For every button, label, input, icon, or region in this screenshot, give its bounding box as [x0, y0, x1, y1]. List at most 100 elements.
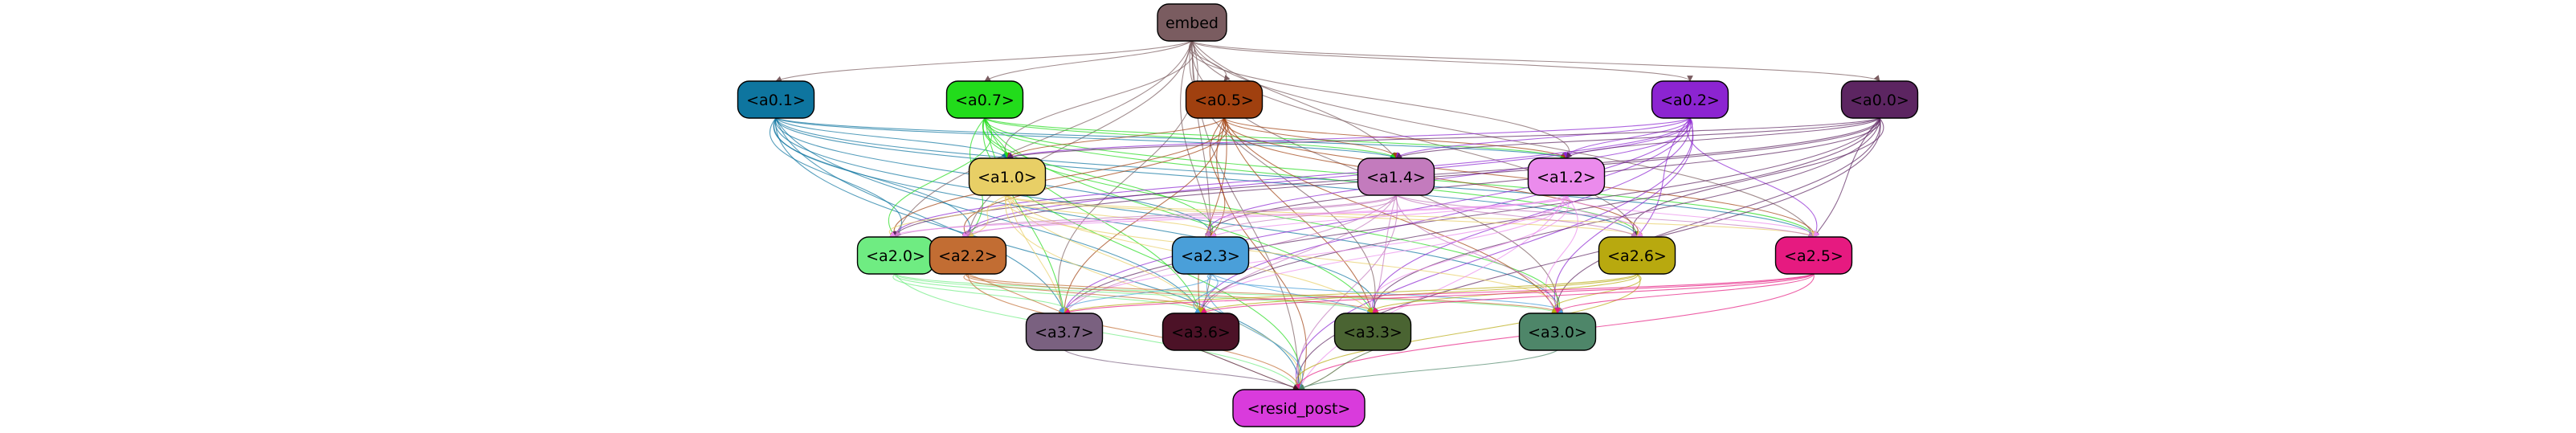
node-a2.2[interactable]: <a2.2>: [929, 236, 1007, 275]
node-a3.0[interactable]: <a3.0>: [1518, 312, 1597, 351]
edge-a0.5-to-resid_post: [1216, 117, 1307, 390]
node-a1.4[interactable]: <a1.4>: [1357, 157, 1435, 196]
edge-a1.2-to-a2.2: [961, 194, 1570, 238]
edge-a0.1-to-a1.4: [775, 117, 1397, 159]
node-resid_post[interactable]: <resid_post>: [1232, 389, 1366, 427]
edge-a1.4-to-resid_post: [1295, 194, 1398, 390]
edge-a0.5-to-a2.5: [1223, 117, 1819, 238]
edge-a1.0-to-a3.7: [1006, 194, 1066, 314]
edge-a1.0-to-a2.0: [888, 194, 1014, 238]
edge-a0.2-to-a1.4: [1395, 117, 1691, 159]
edge-a0.5-to-a3.7: [1061, 117, 1225, 314]
node-label-a2.6: <a2.6>: [1607, 247, 1667, 265]
edge-a2.3-to-a3.0: [1206, 273, 1564, 314]
edge-a2.0-to-a3.0: [895, 273, 1558, 314]
edge-a2.2-to-a3.0: [967, 273, 1564, 314]
node-a3.7[interactable]: <a3.7>: [1025, 312, 1104, 351]
node-label-a2.2: <a2.2>: [938, 247, 998, 265]
edge-embed-to-a0.0: [1191, 40, 1880, 82]
edge-a0.0-to-a3.0: [1553, 117, 1880, 314]
edge-a0.7-to-a2.0: [888, 117, 993, 238]
edge-a2.2-to-a3.6: [963, 273, 1207, 314]
edge-a0.2-to-resid_post: [1294, 117, 1693, 390]
node-label-a2.0: <a2.0>: [866, 247, 925, 265]
node-a2.5[interactable]: <a2.5>: [1774, 236, 1853, 275]
node-label-a3.6: <a3.6>: [1171, 324, 1231, 341]
node-box-a1.2: [1527, 157, 1606, 196]
edge-a0.2-to-a2.2: [962, 117, 1692, 238]
node-embed[interactable]: embed: [1157, 3, 1227, 42]
node-box-embed: [1157, 3, 1227, 42]
node-box-a0.0: [1840, 80, 1919, 119]
node-box-a3.7: [1025, 312, 1104, 351]
edge-embed-to-a2.0: [894, 40, 1193, 238]
node-a0.2[interactable]: <a0.2>: [1651, 80, 1729, 119]
edge-a1.2-to-a3.3: [1367, 194, 1570, 314]
node-label-a2.5: <a2.5>: [1784, 247, 1843, 265]
edge-a0.5-to-a1.2: [1223, 117, 1567, 159]
node-a0.0[interactable]: <a0.0>: [1840, 80, 1919, 119]
node-a0.1[interactable]: <a0.1>: [737, 80, 815, 119]
edge-a0.0-to-a3.3: [1370, 117, 1880, 314]
edge-a0.0-to-a1.0: [1006, 117, 1880, 159]
edge-a0.5-to-a2.0: [890, 117, 1227, 238]
node-label-a0.5: <a0.5>: [1194, 92, 1254, 109]
edge-a3.3-to-resid_post: [1298, 349, 1374, 390]
edge-embed-to-a0.1: [775, 40, 1193, 82]
edge-embed-to-a0.2: [1191, 40, 1693, 82]
edge-a0.0-to-resid_post: [1294, 117, 1881, 390]
node-a2.6[interactable]: <a2.6>: [1598, 236, 1676, 275]
node-label-a3.3: <a3.3>: [1343, 324, 1402, 341]
edge-a0.2-to-a3.6: [1198, 117, 1691, 314]
edge-a1.4-to-a2.6: [1395, 194, 1638, 238]
edge-a2.0-to-a3.6: [895, 273, 1207, 314]
edge-embed-to-a2.5: [1191, 40, 1815, 238]
edge-a0.0-to-a1.4: [1395, 117, 1880, 159]
edge-a2.2-to-a3.7: [967, 273, 1065, 314]
node-box-a2.6: [1598, 236, 1676, 275]
node-a1.2[interactable]: <a1.2>: [1527, 157, 1606, 196]
node-box-a3.6: [1161, 312, 1240, 351]
node-label-embed: embed: [1166, 14, 1219, 32]
node-label-a0.7: <a0.7>: [955, 92, 1014, 109]
node-a1.0[interactable]: <a1.0>: [968, 157, 1047, 196]
edge-a1.2-to-a2.3: [1210, 194, 1567, 238]
edge-a2.6-to-a3.6: [1198, 273, 1638, 314]
node-box-a1.0: [968, 157, 1047, 196]
node-a0.7[interactable]: <a0.7>: [945, 80, 1024, 119]
node-box-resid_post: [1232, 389, 1366, 427]
edge-a1.0-to-a2.3: [1004, 194, 1217, 238]
node-a0.5[interactable]: <a0.5>: [1185, 80, 1264, 119]
edge-a0.7-to-a3.6: [984, 117, 1202, 314]
edge-a2.0-to-a3.7: [892, 273, 1071, 314]
node-label-a3.0: <a3.0>: [1528, 324, 1587, 341]
node-a3.3[interactable]: <a3.3>: [1333, 312, 1412, 351]
node-label-a3.7: <a3.7>: [1035, 324, 1094, 341]
edge-a1.2-to-resid_post: [1298, 194, 1567, 390]
edge-a0.2-to-a2.0: [891, 117, 1691, 238]
edge-a1.4-to-a2.5: [1395, 194, 1815, 238]
edge-a0.2-to-a3.0: [1553, 117, 1694, 314]
node-label-a1.0: <a1.0>: [978, 169, 1037, 186]
node-box-a0.7: [945, 80, 1024, 119]
edge-a0.1-to-a2.6: [775, 117, 1640, 238]
node-box-a0.2: [1651, 80, 1729, 119]
node-a3.6[interactable]: <a3.6>: [1161, 312, 1240, 351]
edge-a0.0-to-a1.2: [1566, 117, 1880, 159]
edge-a0.7-to-a3.7: [984, 117, 1067, 314]
edge-a0.5-to-a1.0: [1006, 117, 1225, 159]
node-a2.3[interactable]: <a2.3>: [1171, 236, 1250, 275]
edge-a0.7-to-a3.3: [984, 117, 1374, 314]
node-a2.0[interactable]: <a2.0>: [856, 236, 935, 275]
edge-a2.3-to-a3.6: [1193, 273, 1219, 314]
edge-a0.7-to-a1.4: [984, 117, 1397, 159]
node-label-resid_post: <resid_post>: [1247, 400, 1351, 418]
node-label-a0.1: <a0.1>: [746, 92, 806, 109]
edge-embed-to-a1.0: [1002, 40, 1195, 159]
node-box-a0.1: [737, 80, 815, 119]
edge-a3.6-to-resid_post: [1200, 349, 1300, 390]
edge-a1.2-to-a3.0: [1545, 194, 1578, 314]
edge-a2.3-to-a3.3: [1210, 273, 1374, 314]
edge-a3.7-to-resid_post: [1063, 349, 1300, 390]
